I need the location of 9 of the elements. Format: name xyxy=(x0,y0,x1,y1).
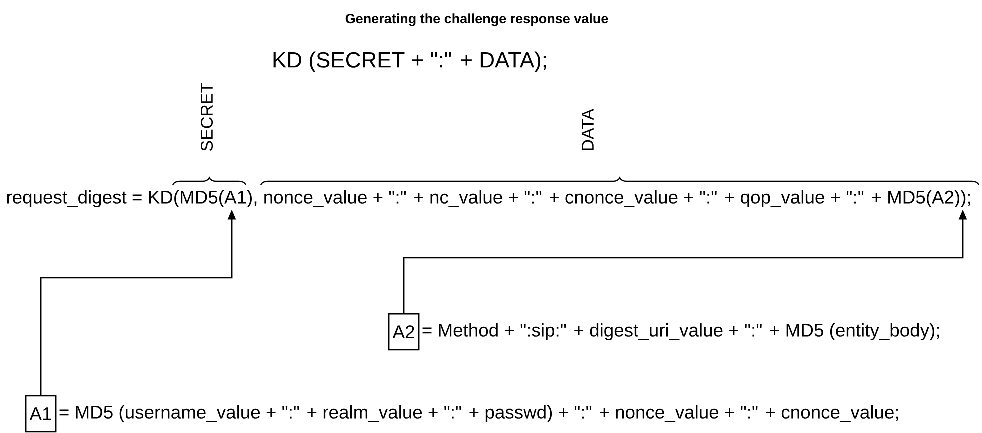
brace-label: DATA xyxy=(582,109,594,150)
title: Generating the challenge response value xyxy=(346,14,608,26)
equation-text: = Method + ":sip:" + digest_uri_value + ":" + MD5 (entity_body); xyxy=(422,323,940,341)
formula-text: request_digest = KD(MD5(A1), nonce_value + ":" + nc_value + ":" + cnonce_value + ":" + qop_value + ":" + MD5(A2)); xyxy=(7,190,970,208)
formula-text: KD (SECRET + ":" + DATA); xyxy=(274,52,546,72)
variable-box: A1 xyxy=(25,395,57,433)
brace-label: SECRET xyxy=(201,83,214,152)
equation-text: = MD5 (username_value + ":" + realm_value + ":" + passwd) + ":" + nonce_value + ":" + cnonce_value; xyxy=(60,405,898,423)
variable-box: A2 xyxy=(388,313,420,351)
